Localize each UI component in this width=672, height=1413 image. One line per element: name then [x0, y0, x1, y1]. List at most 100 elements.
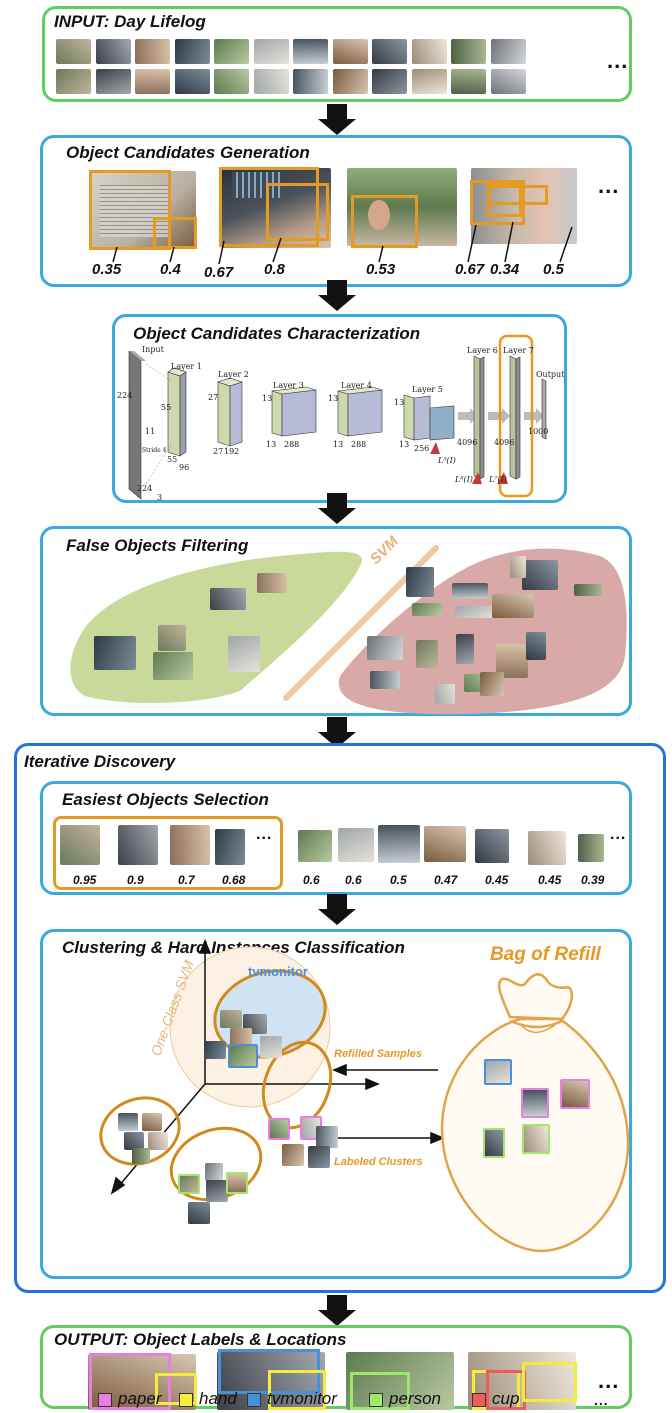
lifelog-image — [95, 39, 131, 64]
candidate-score: 0.5 — [543, 261, 564, 278]
detection-box — [522, 1362, 577, 1402]
refill-sample-image — [560, 1079, 590, 1109]
candidate-box — [153, 217, 197, 249]
lifelog-image — [490, 69, 526, 94]
cluster-sample-image — [188, 1202, 210, 1224]
easiest-score: 0.5 — [390, 873, 407, 887]
legend-swatch-paper — [98, 1393, 112, 1407]
lifelog-image — [174, 69, 210, 94]
true-object-image — [257, 573, 287, 593]
cnn-dim: 27 — [213, 447, 224, 456]
cnn-dim: 13 — [399, 440, 410, 449]
lifelog-image — [56, 69, 91, 94]
flow-arrow — [327, 104, 347, 120]
easiest-score: 0.68 — [222, 873, 246, 887]
characterization-title: Object Candidates Characterization — [133, 324, 421, 343]
easiest-score: 0.7 — [178, 873, 195, 887]
false-object-image — [435, 684, 455, 704]
input-ellipsis: ... — [607, 48, 629, 73]
false-object-image — [574, 584, 602, 596]
cnn-label: Output — [536, 370, 565, 379]
cluster-sample-image — [178, 1174, 200, 1194]
cnn-dim: 4096 — [494, 438, 515, 447]
svm-regions — [70, 545, 627, 715]
cluster-sample-image — [118, 1113, 138, 1131]
false-object-image — [406, 567, 434, 597]
false-object-image — [480, 672, 504, 696]
legend-swatch-person — [369, 1393, 383, 1407]
refill-sample-image — [521, 1088, 549, 1118]
paper-lines — [100, 185, 170, 237]
easiest-score: 0.9 — [127, 873, 144, 887]
cnn-feature-label: L⁵(I) — [438, 456, 456, 465]
false-object-image — [367, 636, 403, 660]
cluster-sample-image — [226, 1172, 248, 1194]
refill-sample-image — [522, 1124, 550, 1154]
flow-arrow — [327, 894, 347, 910]
input-title: INPUT: Day Lifelog — [54, 12, 206, 31]
candidate-score: 0.34 — [490, 261, 520, 278]
tvmonitor-cluster-label: tvmonitor — [248, 964, 308, 979]
filtering-title: False Objects Filtering — [66, 536, 249, 555]
easiest-object-image — [338, 828, 374, 862]
candidate-box — [266, 183, 329, 241]
cnn-label: Layer 4 — [341, 381, 372, 390]
cnn-dim: 13 — [394, 398, 405, 407]
cnn-dim: 27 — [208, 393, 219, 402]
lifelog-image — [411, 39, 447, 64]
candidate-score: 0.8 — [264, 261, 285, 278]
lifelog-image — [253, 69, 289, 94]
cnn-dim: 3 — [157, 493, 163, 502]
lifelog-image — [253, 39, 289, 64]
easiest-ellipsis: ... — [610, 826, 627, 843]
cnn-dim: 96 — [179, 463, 190, 472]
cluster-sample-image — [228, 1044, 258, 1068]
cnn-dim: 224 — [137, 484, 153, 493]
cnn-label: Layer 2 — [218, 370, 249, 379]
legend-label-person: person — [389, 1389, 441, 1408]
cnn-feature-label: L⁷(I) — [489, 475, 507, 484]
lifelog-image — [214, 39, 249, 64]
candidate-image-person — [347, 168, 457, 246]
cluster-sample-image — [205, 1163, 223, 1181]
flow-arrow — [327, 1295, 347, 1311]
cnn-dim: 192 — [224, 447, 240, 456]
cluster-sample-image — [230, 1028, 252, 1046]
cluster-sample-image — [316, 1126, 338, 1148]
selected-group — [53, 816, 283, 890]
easiest-object-image — [118, 825, 158, 865]
flow-arrow-head — [318, 508, 356, 524]
lifelog-image — [451, 69, 486, 94]
candidate-box — [488, 185, 548, 205]
easiest-score: 0.6 — [303, 873, 320, 887]
legend-ellipsis: ... — [594, 1392, 609, 1408]
lifelog-image — [411, 69, 447, 94]
flow-arrow — [327, 717, 347, 733]
cnn-dim: 4096 — [457, 438, 478, 447]
cnn-dim: 13 — [262, 394, 273, 403]
refill-sample-image — [483, 1128, 505, 1158]
cluster-sample-image — [268, 1118, 290, 1140]
cnn-dim: 288 — [284, 440, 300, 449]
candidate-score: 0.53 — [366, 261, 396, 278]
easiest-object-image — [528, 831, 566, 865]
easiest-object-image — [378, 825, 420, 863]
bag-of-refill-label: Bag of Refill — [490, 944, 601, 965]
easiest-object-image — [424, 826, 466, 862]
flow-arrow-head — [318, 1310, 356, 1326]
lifelog-image — [332, 39, 368, 64]
cnn-dim: 1000 — [528, 427, 549, 436]
legend-label-hand: hand — [199, 1389, 237, 1408]
legend-swatch-cup — [472, 1393, 486, 1407]
true-object-image — [94, 636, 136, 670]
cluster-sample-image — [124, 1132, 144, 1150]
flow-arrow — [327, 493, 347, 509]
easiest-score: 0.47 — [434, 873, 458, 887]
true-object-image — [228, 636, 260, 672]
detection-box — [268, 1370, 326, 1410]
cnn-dim: 256 — [414, 444, 430, 453]
true-object-image — [153, 652, 193, 680]
cluster-sample-image — [308, 1146, 330, 1168]
candidate-box — [219, 167, 319, 247]
legend-swatch-tvmonitor — [247, 1393, 261, 1407]
